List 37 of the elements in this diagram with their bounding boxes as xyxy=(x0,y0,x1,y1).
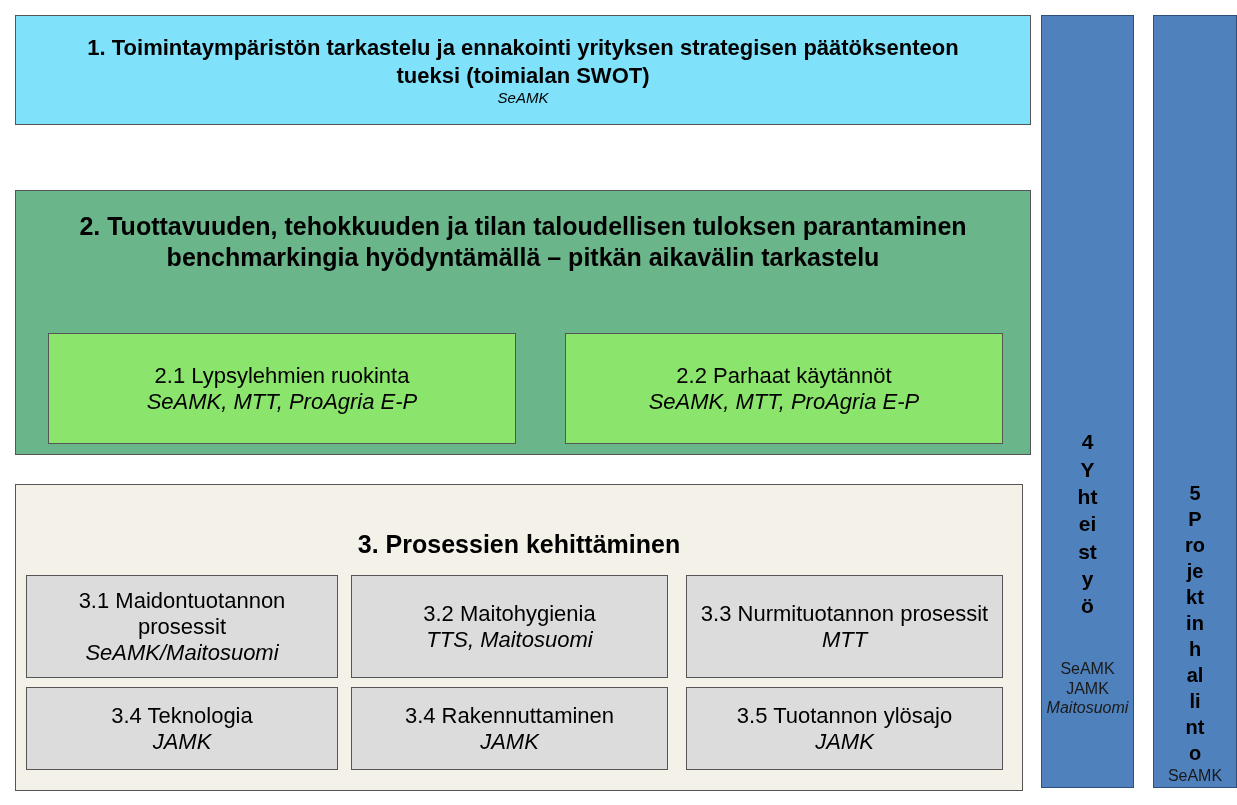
partner-names: JAMK xyxy=(815,728,874,755)
task-box xyxy=(351,575,668,678)
vertical-title: 5 Projektin hallinto xyxy=(1185,480,1205,766)
partner-names: JAMK xyxy=(480,728,539,755)
partner-names: TTS, Maitosuomi xyxy=(426,626,593,653)
section-title: 3.5 Tuotannon ylösajo xyxy=(736,702,953,729)
section-title: 3.4 Rakennuttaminen xyxy=(404,702,615,729)
task-box xyxy=(26,687,338,770)
section-title: 2.1 Lypsylehmien ruokinta xyxy=(154,362,410,389)
section-box xyxy=(15,15,1031,125)
section-title: 3.2 Maitohygienia xyxy=(423,600,596,627)
section-title: 3.3 Nurmituotannon prosessit xyxy=(700,600,989,627)
column-box xyxy=(1153,15,1237,788)
task-box xyxy=(48,333,516,444)
task-box xyxy=(26,575,338,678)
partner-names: SeAMK/Maitosuomi xyxy=(85,639,279,666)
task-box xyxy=(351,687,668,770)
partner-names: MTT xyxy=(821,626,868,653)
section-title: 3.1 Maidontuotannon prosessit xyxy=(77,587,287,640)
partner-list: SeAMK xyxy=(1150,765,1237,785)
section-title: 2. Tuottavuuden, tehokkuuden ja tilan taloudellisen tuloksen parantaminen benchmarkingia hyödyntämällä – pitkän aikavälin tarkastelu xyxy=(78,211,968,274)
section-title: 1. Toimintaympäristön tarkastelu ja ennakointi yrityksen strategisen päätöksenteon tueksi (toimialan SWOT) xyxy=(86,34,960,89)
section-title: 3.4 Teknologia xyxy=(111,702,253,729)
partner-names: JAMK xyxy=(152,728,212,755)
partner-names: SeAMK, MTT, ProAgria E-P xyxy=(146,388,418,415)
task-box xyxy=(565,333,1003,444)
column-box xyxy=(1041,15,1134,788)
task-box xyxy=(686,575,1003,678)
section-box xyxy=(15,190,1031,455)
partner-names: SeAMK xyxy=(497,89,549,106)
section-title: 2.2 Parhaat käytännöt xyxy=(676,362,892,389)
section-title: 3. Prosessien kehittäminen xyxy=(356,529,682,560)
section-box xyxy=(15,484,1023,791)
partner-names: SeAMK, MTT, ProAgria E-P xyxy=(648,388,920,415)
task-box xyxy=(686,687,1003,770)
vertical-title: 4 Yhteistyö xyxy=(1077,429,1098,620)
partner-list: SeAMK JAMK Maitosuomi xyxy=(1042,659,1133,717)
